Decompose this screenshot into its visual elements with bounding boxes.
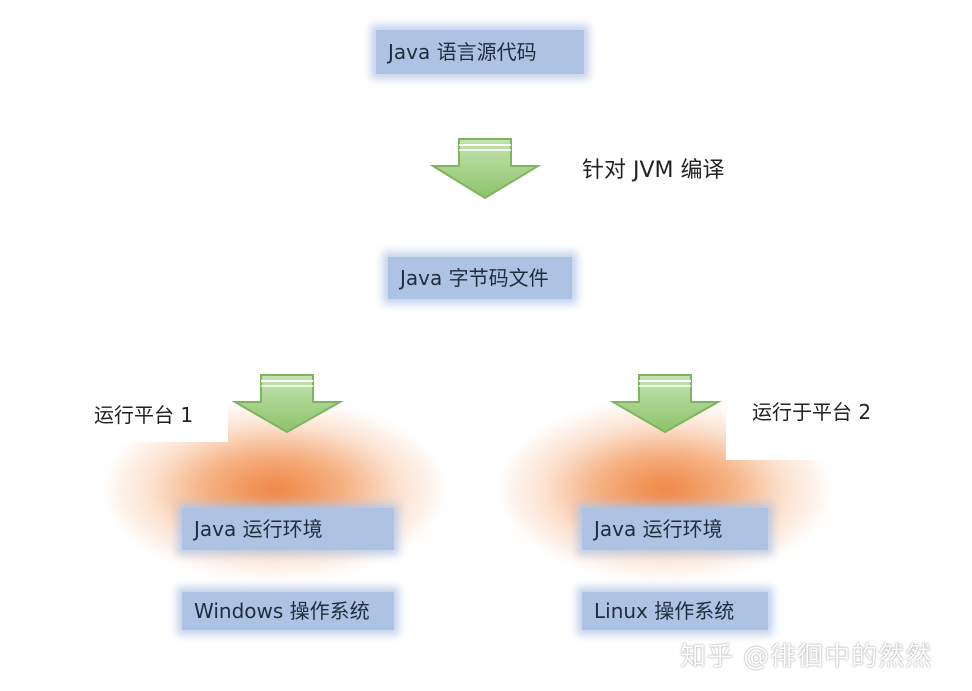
bytecode-label: Java 字节码文件 [400, 266, 549, 290]
platform2-runtime-label: Java 运行环境 [594, 517, 723, 541]
platform1-os-label: Windows 操作系统 [194, 599, 370, 623]
platform1-label-mask [0, 380, 228, 442]
platform2-os-box: Linux 操作系统 [582, 592, 768, 630]
source-code-box: Java 语言源代码 [376, 30, 584, 74]
platform1-arrow-icon [232, 374, 344, 434]
platform2-runtime-box: Java 运行环境 [582, 508, 768, 550]
platform2-arrow-icon [610, 374, 722, 434]
compile-arrow-icon [430, 138, 542, 200]
compile-label: 针对 JVM 编译 [582, 158, 725, 183]
platform1-run-label: 运行平台 1 [94, 403, 194, 427]
platform1-os-box: Windows 操作系统 [182, 592, 394, 630]
platform2-label-mask [726, 380, 972, 460]
source-code-label: Java 语言源代码 [388, 40, 537, 64]
platform2-os-label: Linux 操作系统 [594, 599, 735, 623]
platform2-run-label: 运行于平台 2 [752, 400, 872, 424]
platform1-runtime-label: Java 运行环境 [194, 517, 323, 541]
bytecode-box: Java 字节码文件 [388, 257, 572, 299]
watermark-text: 知乎 @徘徊中的然然 [680, 642, 933, 672]
platform1-runtime-box: Java 运行环境 [182, 508, 394, 550]
